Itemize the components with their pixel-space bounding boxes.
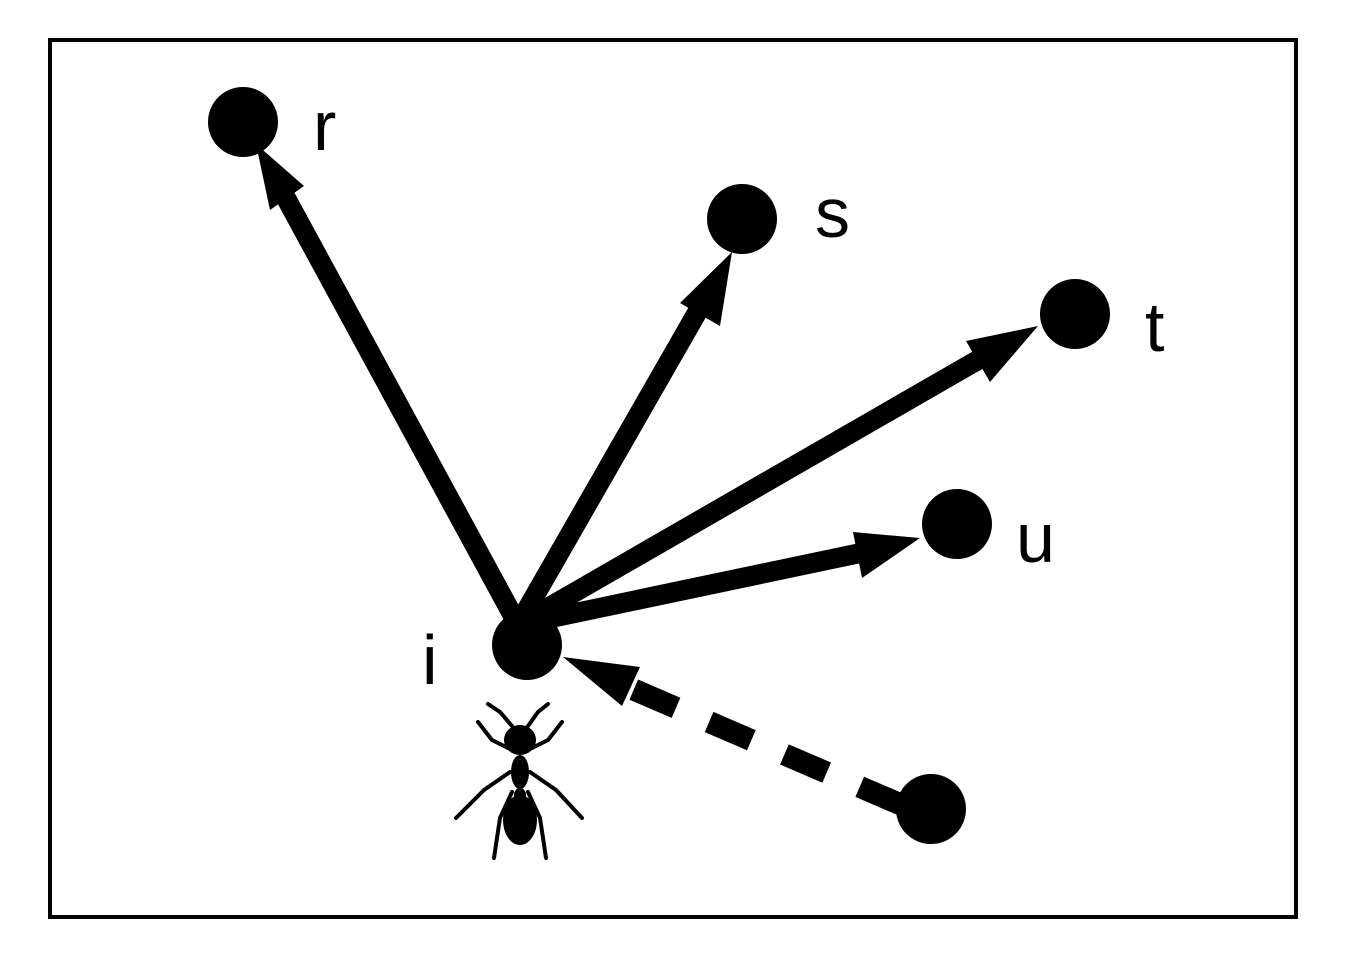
node-u [922, 489, 992, 559]
node-prev [896, 774, 966, 844]
edge-prev-i-dashed [625, 677, 907, 816]
label-t: t [1145, 288, 1164, 366]
arrowhead-s [680, 252, 732, 326]
edge-i-u [508, 541, 880, 635]
arrowhead-i [563, 657, 640, 706]
label-i: i [422, 621, 438, 699]
node-i [492, 610, 562, 680]
diagram-frame [48, 38, 1298, 919]
node-r [208, 87, 278, 157]
node-s [707, 184, 777, 254]
arrowhead-t [966, 326, 1038, 382]
label-s: s [815, 174, 850, 252]
ant-icon [454, 702, 584, 860]
edge-i-r [264, 166, 528, 635]
nodes-group [208, 87, 1110, 844]
label-r: r [313, 87, 336, 165]
label-u: u [1016, 499, 1055, 577]
edge-i-t [508, 343, 1000, 635]
node-t [1040, 279, 1110, 349]
edges-group [256, 144, 1038, 816]
edge-i-s [508, 280, 720, 635]
arrowhead-r [256, 144, 304, 210]
arrowhead-u [853, 532, 920, 578]
